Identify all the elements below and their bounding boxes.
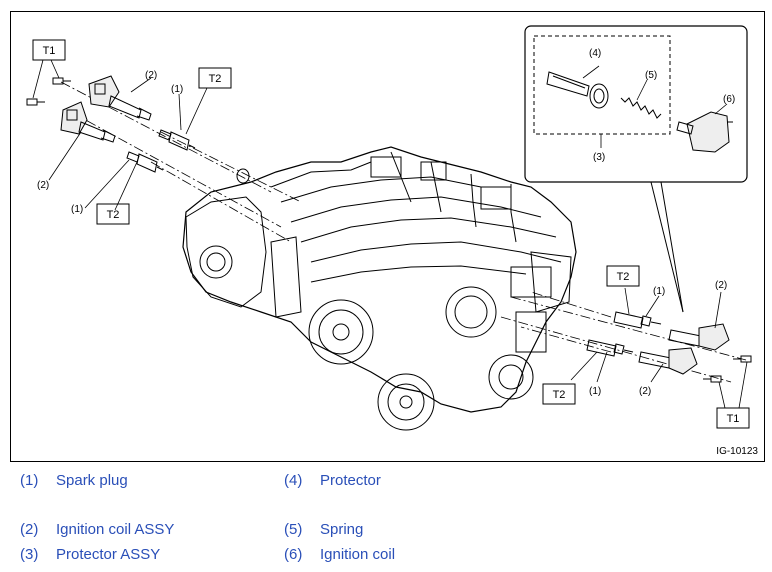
legend-text: Spark plug [56, 472, 128, 489]
legend-num: (3) [20, 546, 39, 563]
legend-num: (1) [20, 472, 39, 489]
callout-3: (3) [593, 152, 605, 163]
spark-plug-lower-left [126, 151, 164, 173]
bolt-upper-left [52, 77, 71, 85]
spark-plug-upper-left [158, 129, 196, 151]
t1-label-upper-left: T1 [43, 45, 56, 57]
inset-box [524, 25, 748, 183]
ignition-coil-upper [88, 75, 152, 121]
t2-label-right: T2 [617, 271, 630, 283]
center-lines [60, 81, 747, 383]
protector-assy-box [533, 35, 671, 135]
t2-label-lower: T2 [553, 389, 566, 401]
ignition-coil-inset [676, 111, 733, 153]
legend-item-1: (1) Spark plug [20, 472, 128, 489]
legend-text: Ignition coil [320, 546, 396, 563]
legend-item-2: (2) Ignition coil ASSY [20, 521, 174, 538]
t2-box-lower [542, 383, 576, 405]
t2-box-left [96, 203, 130, 225]
protector [546, 71, 609, 109]
ignition-coil-right-upper [668, 323, 730, 351]
legend-num: (2) [20, 521, 39, 538]
callout-2-right-upper: (2) [715, 280, 727, 291]
legend-num: (6) [284, 546, 303, 563]
leader-lines [32, 59, 748, 409]
legend-num: (4) [284, 472, 303, 489]
legend-num: (5) [284, 521, 303, 538]
legend-text: Protector [320, 472, 381, 489]
legend-item-4: (4) Protector [284, 472, 381, 489]
legend-text: Ignition coil ASSY [56, 521, 175, 538]
callout-1-right-lower: (1) [589, 386, 601, 397]
bolt-right-lower [703, 375, 722, 383]
callout-6: (6) [723, 94, 735, 105]
ignition-coil-right-lower [638, 347, 698, 375]
legend-item-3: (3) Protector ASSY [20, 546, 160, 563]
ignition-coil-lower [60, 101, 116, 143]
legend-item-6: (6) Ignition coil [284, 546, 395, 563]
t2-label-left: T2 [107, 209, 120, 221]
figure-id: IG-10123 [716, 446, 758, 457]
exploded-diagram: T1 T2 T2 T2 T2 T1 (2) (1) (2) (1) (4) (5… [10, 11, 765, 462]
diagram-svg: T1 T2 T2 T2 T2 T1 (2) (1) (2) (1) (4) (5… [26, 25, 752, 431]
spring [620, 97, 662, 119]
callout-2-right-lower: (2) [639, 386, 651, 397]
t2-box-right [606, 265, 640, 287]
bolt-right-upper [733, 355, 752, 363]
t1-box-upper-left [32, 39, 66, 61]
callout-1-right-upper: (1) [653, 286, 665, 297]
legend-text: Protector ASSY [56, 546, 161, 563]
t2-label-upper: T2 [209, 73, 222, 85]
t1-box-lower-right [716, 407, 750, 429]
callout-4: (4) [589, 48, 601, 59]
callout-2-left: (2) [37, 180, 49, 191]
legend-item-5: (5) Spring [284, 521, 363, 538]
engine-block [182, 146, 577, 431]
legend-text: Spring [320, 521, 364, 538]
spark-plug-lower-right [586, 339, 634, 357]
callout-1-upper-left: (1) [171, 84, 183, 95]
callout-1-left: (1) [71, 204, 83, 215]
bolt-lower-left [26, 98, 45, 106]
callout-5: (5) [645, 70, 657, 81]
t2-box-upper [198, 67, 232, 89]
callout-2-upper-left: (2) [145, 70, 157, 81]
t1-label-lower-right: T1 [727, 413, 740, 425]
spark-plug-upper-right [613, 311, 662, 329]
